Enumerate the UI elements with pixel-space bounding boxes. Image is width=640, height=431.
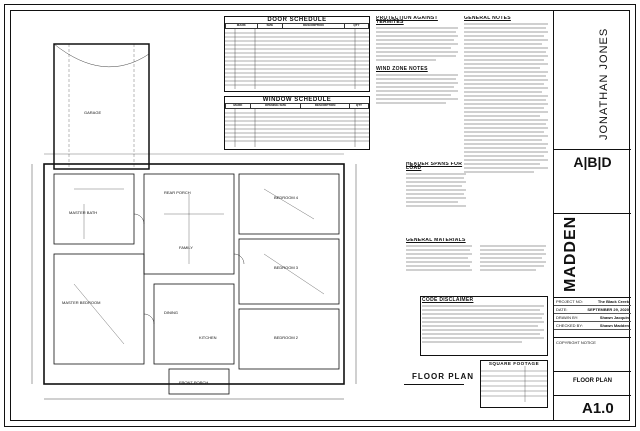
designer-name: JONATHAN JONES	[598, 27, 610, 140]
drawn-label: DRAWN BY:	[556, 315, 579, 320]
general-notes: GENERAL NOTES	[464, 16, 550, 206]
sheet-title: FLOOR PLAN	[573, 378, 612, 384]
sheet-number: A1.0	[582, 400, 614, 417]
title-block: JONATHAN JONES A|B|D MADDEN PROJECT NO: T…	[553, 10, 631, 421]
sheet-title-cell: FLOOR PLAN	[554, 372, 631, 396]
room-label-bedroom-4: BEDROOM 4	[274, 195, 299, 200]
date-label: DATE:	[556, 307, 568, 312]
firm-name: MADDEN	[562, 215, 579, 292]
header-spans: HEADER SPANS FOR LOAD	[406, 162, 472, 232]
drawing-sheet	[4, 4, 636, 427]
window-col-mark: MARK	[225, 103, 251, 109]
header-spans-title: HEADER SPANS FOR LOAD	[406, 162, 463, 172]
copyright-cell: COPYRIGHT NOTICE	[554, 338, 631, 372]
square-footage-title: SQUARE FOOTAGE	[488, 361, 540, 366]
drawing-frame	[10, 10, 630, 421]
room-label-kitchen: KITCHEN	[199, 335, 217, 340]
room-label-front-porch: FRONT PORCH	[179, 380, 208, 385]
door-col-size: SIZE	[256, 23, 284, 29]
code-disclaimer: CODE DISCLAIMER	[420, 296, 548, 356]
termite-notes-text	[376, 28, 458, 61]
wind-zone-title: WIND ZONE NOTES	[376, 65, 428, 72]
general-materials-title: GENERAL MATERIALS	[406, 238, 466, 243]
door-schedule-table: MARK SIZE DESCRIPTION QTY	[225, 23, 370, 29]
square-footage-table: SQUARE FOOTAGE	[480, 360, 548, 408]
window-schedule-rows	[225, 108, 369, 147]
date-value: SEPTEMBER 29, 2020	[587, 307, 629, 312]
window-schedule: WINDOW SCHEDULE MARK OPENING SIZE DESCRI…	[224, 96, 370, 150]
room-label-master-bath: MASTER BATH	[69, 210, 97, 215]
termite-notes-title: PROTECTION AGAINST TERMITES	[376, 16, 438, 26]
code-disclaimer-title: CODE DISCLAIMER	[422, 297, 474, 303]
project-value: The Black Creek	[597, 299, 629, 304]
window-schedule-title: WINDOW SCHEDULE	[262, 97, 332, 103]
door-schedule-rows	[225, 28, 369, 89]
firm-cell: MADDEN	[554, 214, 631, 298]
door-col-description: DESCRIPTION	[282, 23, 345, 29]
room-label-bedroom-2: BEDROOM 2	[274, 335, 299, 340]
firm-logo: A|B|D	[573, 154, 612, 170]
wind-zone-text	[376, 74, 458, 104]
date-row: DATE: SEPTEMBER 29, 2020	[554, 306, 631, 314]
drawn-value: Shawn Jacquin	[599, 315, 629, 320]
room-label-dining: DINING	[164, 310, 178, 315]
door-schedule: DOOR SCHEDULE MARK SIZE DESCRIPTION QTY	[224, 16, 370, 92]
window-col-size: OPENING SIZE	[249, 103, 302, 109]
checked-label: CHECKED BY:	[556, 323, 583, 328]
plan-title-underline	[404, 384, 464, 385]
room-label-master-bedroom: MASTER BEDROOM	[62, 300, 100, 305]
door-col-qty: QTY	[343, 23, 370, 29]
sheet-number-cell: A1.0	[554, 396, 631, 421]
square-footage-rows	[481, 366, 547, 402]
header-spans-text	[406, 174, 466, 207]
drawn-row: DRAWN BY: Shawn Jacquin	[554, 314, 631, 322]
room-label-family: FAMILY	[179, 245, 193, 250]
project-row: PROJECT NO: The Black Creek	[554, 298, 631, 306]
door-col-mark: MARK	[225, 23, 258, 29]
project-info-cell: PROJECT NO: The Black Creek DATE: SEPTEMBE…	[554, 298, 631, 338]
general-notes-text	[464, 23, 548, 173]
window-schedule-table: MARK OPENING SIZE DESCRIPTION QTY	[225, 103, 370, 109]
logo-cell: A|B|D	[554, 150, 631, 214]
general-materials-text	[406, 245, 546, 271]
room-label-rear-porch: REAR PORCH	[164, 190, 191, 195]
window-col-description: DESCRIPTION	[300, 103, 350, 109]
project-label: PROJECT NO:	[556, 299, 583, 304]
checked-row: CHECKED BY: Shawn Madden	[554, 322, 631, 330]
termite-notes: PROTECTION AGAINST TERMITES WIND ZONE NO…	[376, 16, 460, 146]
general-materials: GENERAL MATERIALS	[406, 238, 548, 290]
checked-value: Shawn Madden	[599, 323, 629, 328]
window-col-qty: QTY	[348, 103, 370, 109]
room-label-bedroom-3: BEDROOM 3	[274, 265, 299, 270]
plan-title: FLOOR PLAN	[412, 372, 474, 381]
designer-cell: JONATHAN JONES	[554, 10, 631, 150]
code-disclaimer-text	[422, 305, 544, 343]
room-label-garage: GARAGE	[84, 110, 101, 115]
general-notes-title: GENERAL NOTES	[464, 16, 511, 21]
door-schedule-title: DOOR SCHEDULE	[267, 17, 327, 23]
copyright-notice: COPYRIGHT NOTICE	[556, 340, 596, 345]
floor-plan-drawing: MASTER BEDROOM REAR PORCH BEDROOM 4 BEDR…	[31, 43, 357, 400]
